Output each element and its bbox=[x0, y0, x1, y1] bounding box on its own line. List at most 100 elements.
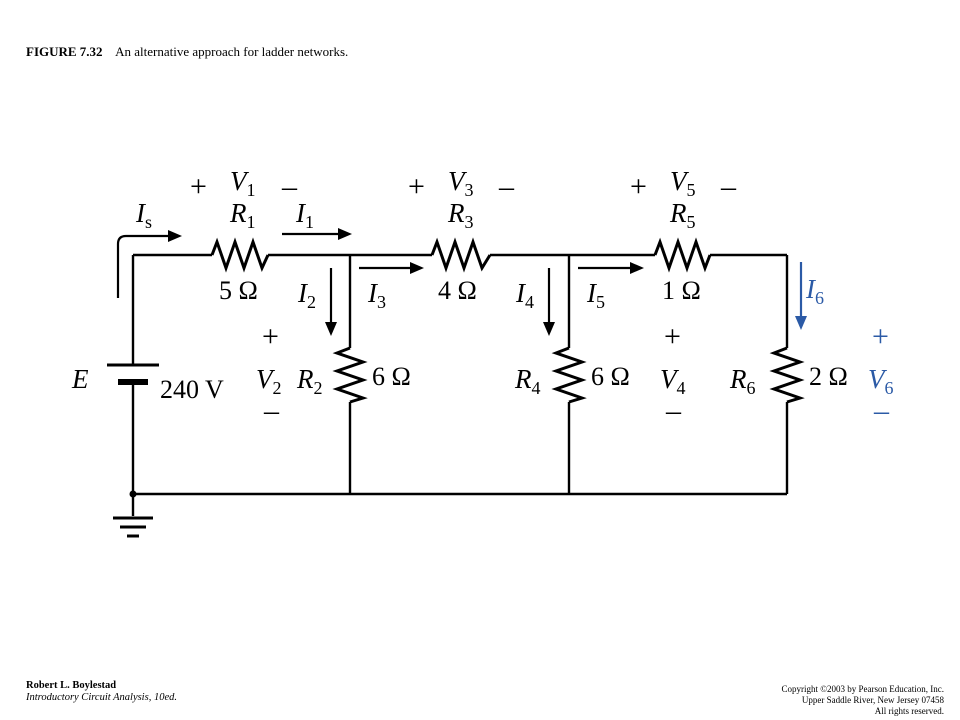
i5-arrowhead bbox=[630, 262, 644, 274]
i5-label: I bbox=[586, 278, 598, 308]
v2-minus: – bbox=[263, 394, 280, 427]
r1-value: 5 Ω bbox=[219, 276, 258, 305]
figure-title: An alternative approach for ladder netwo… bbox=[115, 44, 349, 59]
footer-book-info: Robert L. Boylestad Introductory Circuit… bbox=[26, 680, 177, 704]
v2-label-text: V2 bbox=[256, 364, 282, 398]
i2-sub: 2 bbox=[307, 292, 316, 312]
i6-arrowhead bbox=[795, 316, 807, 330]
svg-text:V1: V1 bbox=[230, 166, 256, 200]
v4-plus: + bbox=[664, 320, 681, 353]
r4-label: R bbox=[514, 364, 532, 394]
rights-line: All rights reserved. bbox=[874, 706, 944, 716]
v1-minus: – bbox=[281, 170, 298, 203]
v5-label: V bbox=[670, 166, 690, 196]
r6-label: R bbox=[729, 364, 747, 394]
v3-sub: 3 bbox=[465, 180, 474, 200]
v4-minus: – bbox=[665, 394, 682, 427]
r2-label-text: R2 bbox=[296, 364, 323, 398]
v4-label-text: V4 bbox=[660, 364, 686, 398]
r6-label-text: R6 bbox=[729, 364, 756, 398]
v6-minus: – bbox=[873, 394, 890, 427]
v2-plus: + bbox=[262, 320, 279, 353]
v5-label-group: + V5 – bbox=[630, 166, 737, 203]
ground-icon bbox=[113, 490, 153, 538]
i4-sub: 4 bbox=[525, 292, 534, 312]
footer-book-title: Introductory Circuit Analysis, 10ed. bbox=[26, 692, 177, 703]
i2-arrowhead bbox=[325, 322, 337, 336]
v1-label: V bbox=[230, 166, 250, 196]
is-label-text: Is bbox=[135, 198, 152, 232]
is-sub: s bbox=[145, 212, 152, 232]
v5-plus: + bbox=[630, 170, 647, 203]
source-label: E bbox=[71, 364, 89, 394]
v3-label: V bbox=[448, 166, 468, 196]
i4-label-text: I4 bbox=[515, 278, 534, 312]
is-label: I bbox=[135, 198, 147, 228]
figure-caption: FIGURE 7.32 An alternative approach for … bbox=[26, 44, 348, 60]
i3-arrowhead bbox=[410, 262, 424, 274]
svg-text:V3: V3 bbox=[448, 166, 474, 200]
source-value: 240 V bbox=[160, 375, 224, 404]
i3-label-text: I3 bbox=[367, 278, 386, 312]
resistor-r6 bbox=[769, 346, 805, 404]
resistor-r5 bbox=[653, 237, 712, 273]
v3-minus: – bbox=[498, 170, 515, 203]
v3-plus: + bbox=[408, 170, 425, 203]
i4-label: I bbox=[515, 278, 527, 308]
v4-label: V bbox=[660, 364, 680, 394]
v6-label-text: V6 bbox=[868, 364, 894, 398]
r2-label: R bbox=[296, 364, 314, 394]
footer-copyright: Copyright ©2003 by Pearson Education, In… bbox=[781, 684, 944, 717]
v1-sub: 1 bbox=[247, 180, 256, 200]
i1-label-text: I1 bbox=[295, 198, 314, 232]
r4-value: 6 Ω bbox=[591, 362, 630, 391]
v4-sub: 4 bbox=[677, 378, 686, 398]
footer-author: Robert L. Boylestad bbox=[26, 680, 117, 691]
v6-label: V bbox=[868, 364, 888, 394]
v1-plus: + bbox=[190, 170, 207, 203]
v6-sub: 6 bbox=[885, 378, 894, 398]
r1-label: R bbox=[229, 198, 247, 228]
v2-label: V bbox=[256, 364, 276, 394]
resistor-r4 bbox=[551, 346, 587, 404]
v1-label-group: + V1 – bbox=[190, 166, 298, 203]
circuit-wires bbox=[131, 253, 789, 516]
r1-label-text: R1 bbox=[229, 198, 256, 232]
publisher-address: Upper Saddle River, New Jersey 07458 bbox=[801, 695, 944, 705]
i5-label-text: I5 bbox=[586, 278, 605, 312]
i1-label: I bbox=[295, 198, 307, 228]
resistor-r1 bbox=[210, 237, 270, 273]
r4-label-text: R4 bbox=[514, 364, 541, 398]
i5-sub: 5 bbox=[596, 292, 605, 312]
v5-sub: 5 bbox=[687, 180, 696, 200]
v3-label-group: + V3 – bbox=[408, 166, 515, 203]
is-arrow bbox=[116, 234, 170, 298]
r2-sub: 2 bbox=[314, 378, 323, 398]
r6-value: 2 Ω bbox=[809, 362, 848, 391]
r3-label-text: R3 bbox=[447, 198, 474, 232]
r5-label-text: R5 bbox=[669, 198, 696, 232]
r5-label: R bbox=[669, 198, 687, 228]
r5-sub: 5 bbox=[687, 212, 696, 232]
r2-value: 6 Ω bbox=[372, 362, 411, 391]
v2-sub: 2 bbox=[273, 378, 282, 398]
r5-value: 1 Ω bbox=[662, 276, 701, 305]
v6-plus: + bbox=[872, 320, 889, 353]
copyright-line: Copyright ©2003 by Pearson Education, In… bbox=[781, 684, 944, 694]
i2-label: I bbox=[297, 278, 309, 308]
i3-label: I bbox=[367, 278, 379, 308]
r3-sub: 3 bbox=[465, 212, 474, 232]
r6-sub: 6 bbox=[747, 378, 756, 398]
r4-sub: 4 bbox=[532, 378, 541, 398]
is-arrowhead bbox=[168, 230, 182, 242]
v5-minus: – bbox=[720, 170, 737, 203]
svg-text:V5: V5 bbox=[670, 166, 696, 200]
i6-sub: 6 bbox=[815, 288, 824, 308]
current-arrows bbox=[116, 228, 807, 336]
r3-value: 4 Ω bbox=[438, 276, 477, 305]
figure-number: FIGURE 7.32 bbox=[26, 44, 103, 59]
r3-label: R bbox=[447, 198, 465, 228]
resistor-r3 bbox=[430, 237, 492, 273]
i1-sub: 1 bbox=[305, 212, 314, 232]
